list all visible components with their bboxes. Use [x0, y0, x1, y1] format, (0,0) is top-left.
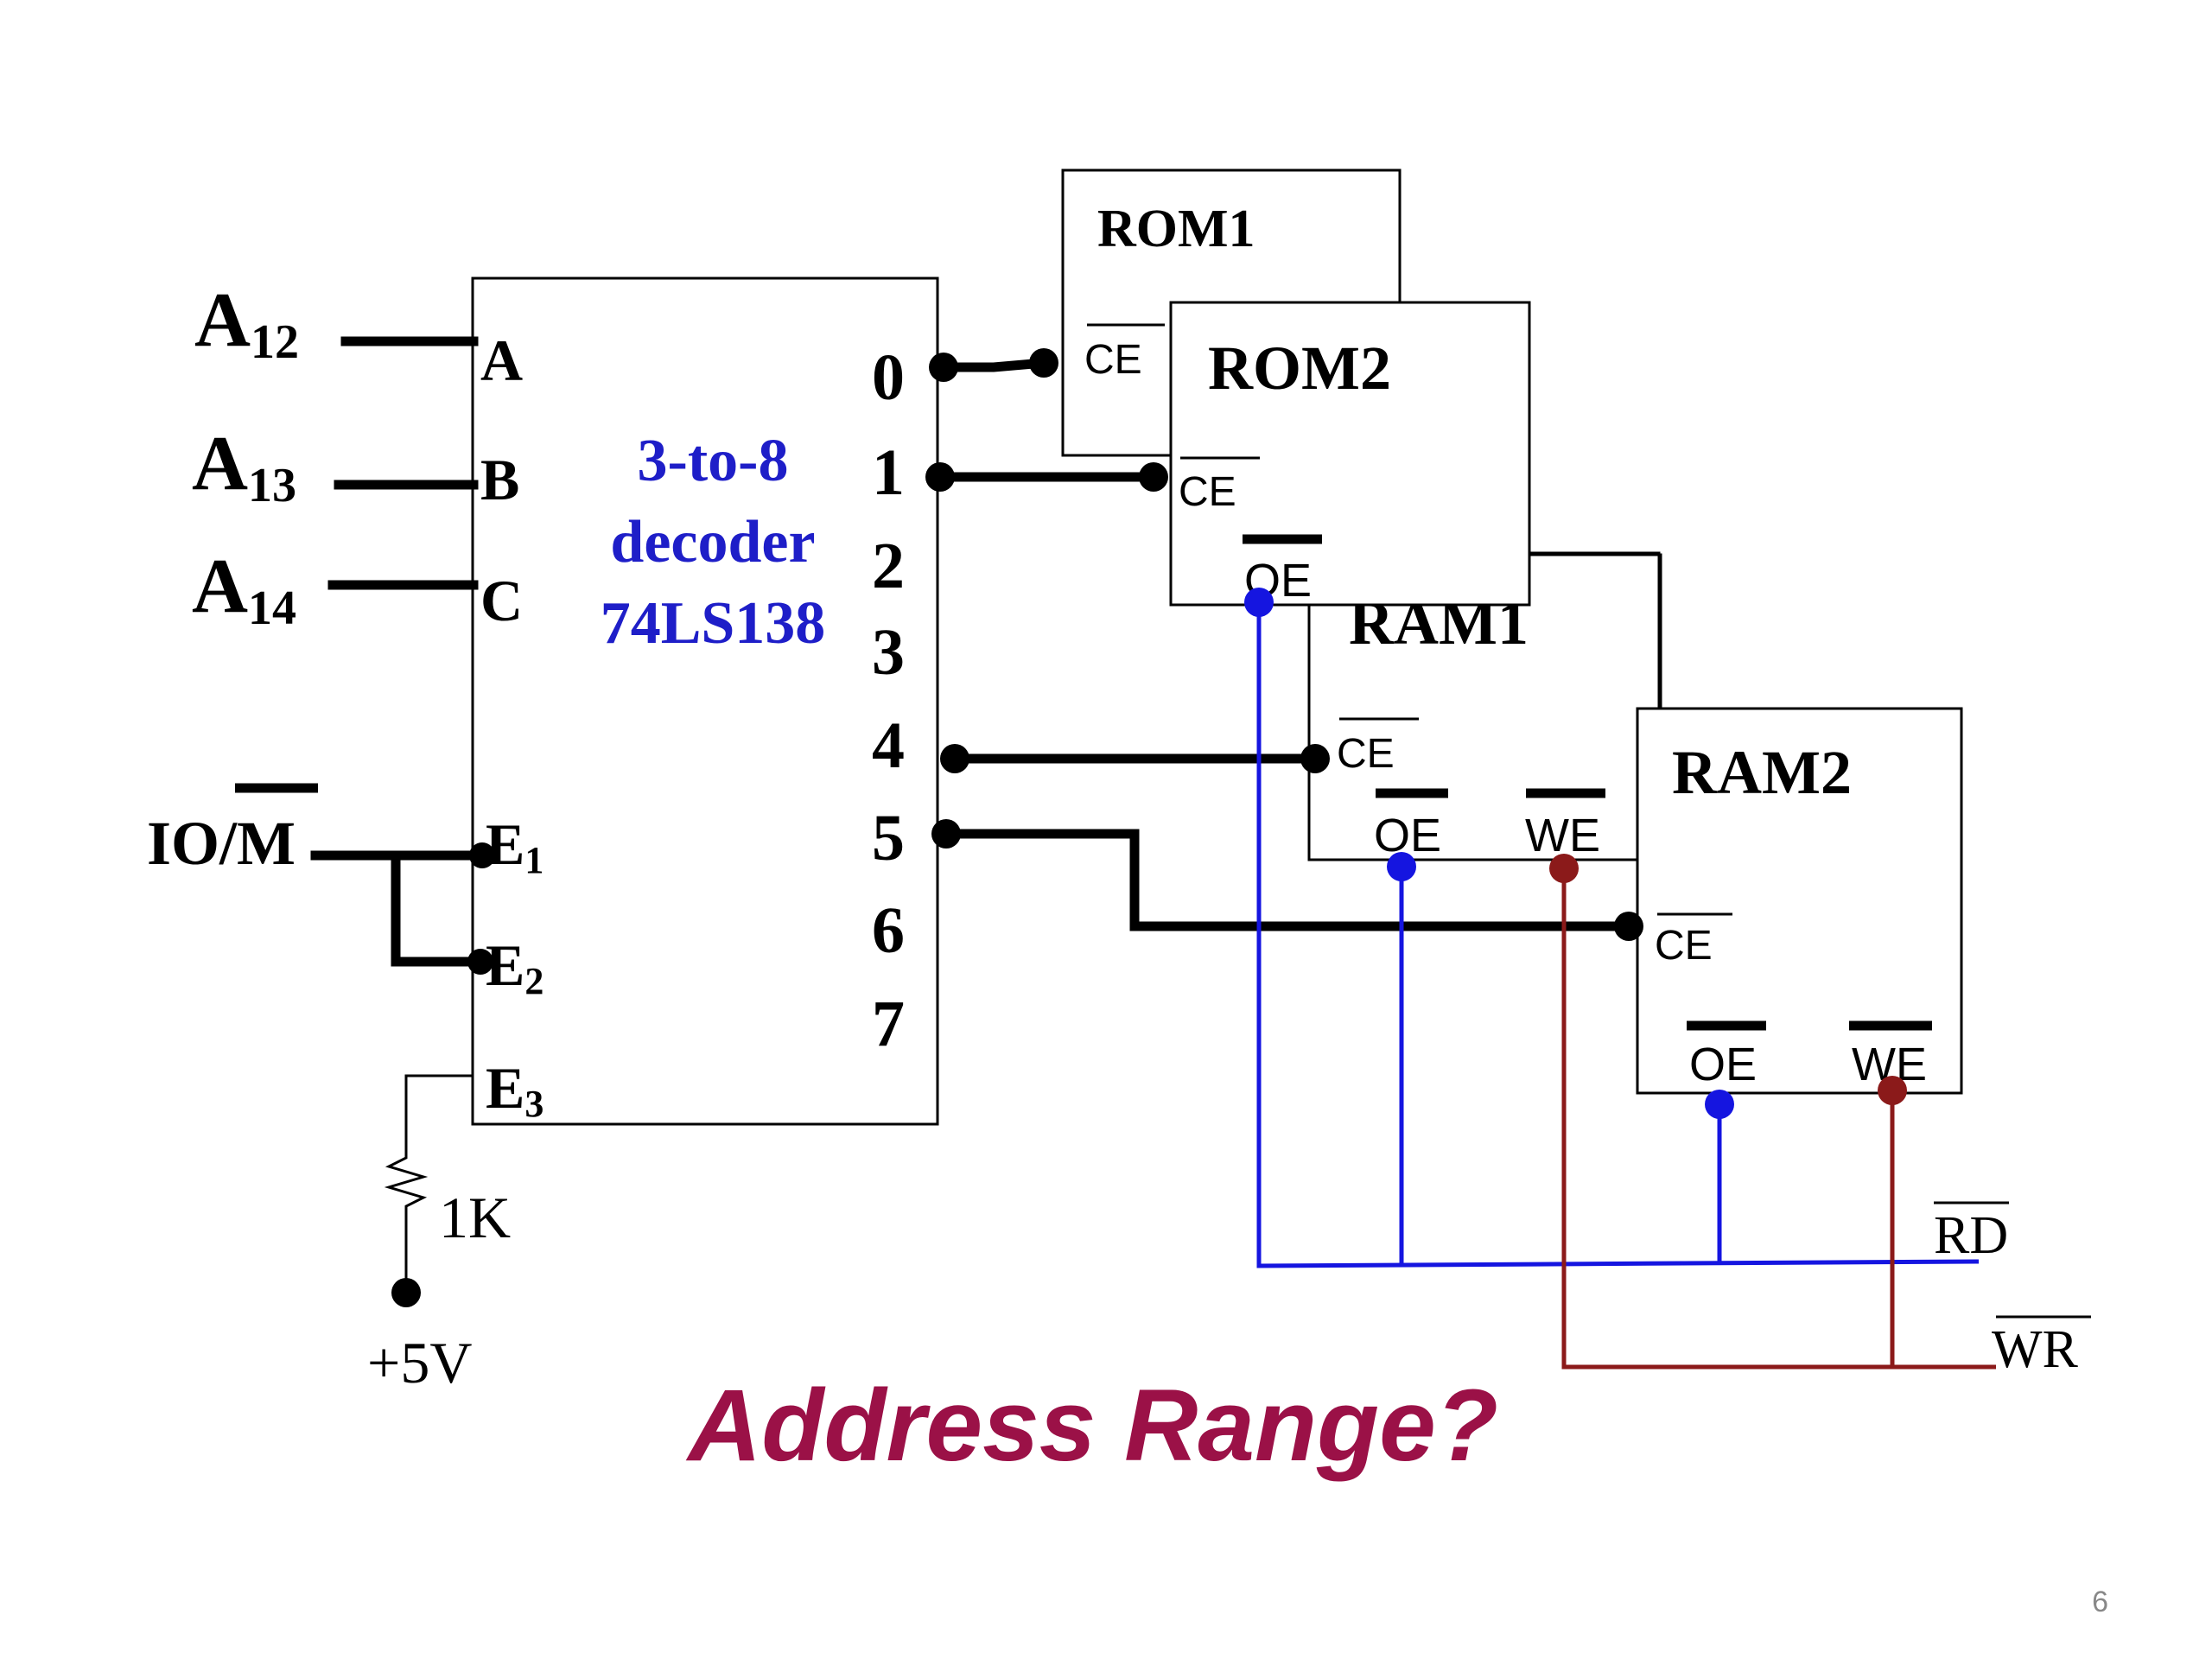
wire-out0-rom1-ce: [938, 358, 1049, 372]
input-label-io-m: IO/M: [147, 809, 296, 878]
rd-bus: RD: [1244, 588, 2009, 1268]
chip-rom2: ROM2 CE OE: [1169, 301, 1531, 607]
decoder-pin-e3: E3: [486, 1055, 543, 1125]
decoder-output-0: 0: [872, 341, 905, 414]
rd-wire-rom2-oe: [1256, 602, 1980, 1268]
decoder-label-line1: 3-to-8: [638, 428, 789, 494]
chip-select-wires: [925, 348, 1643, 941]
pullup-resistor: 1K +5V: [367, 1074, 511, 1395]
supply-label: +5V: [367, 1330, 472, 1395]
input-label-a14: A14: [192, 543, 296, 635]
decoder-pin-c: C: [480, 568, 523, 633]
supply-dot: [391, 1278, 421, 1307]
decoder-pin-e1: E1: [486, 811, 543, 881]
decoder-pin-e2: E2: [486, 932, 543, 1002]
chip-ram2: RAM2 CE OE WE: [1636, 707, 1963, 1095]
ram2-title: RAM2: [1672, 738, 1852, 807]
wr-label: WR: [1992, 1320, 2079, 1379]
wire-out5-ram2-ce: [941, 829, 1634, 931]
dot-rom2-ce: [1139, 462, 1168, 492]
rom2-title: ROM2: [1208, 334, 1391, 403]
decoder-pin-b: B: [480, 447, 519, 512]
ram1-ram2-outline: [1529, 553, 1662, 709]
io-m-enable: IO/M: [147, 783, 495, 975]
dot-ram2-ce: [1614, 912, 1643, 941]
ram2-oe-label: OE: [1689, 1039, 1757, 1090]
dot-rom1-ce: [1029, 348, 1058, 378]
rom1-title: ROM1: [1097, 200, 1255, 258]
rom1-ce-label: CE: [1084, 337, 1142, 383]
ram1-oe-label: OE: [1374, 810, 1441, 861]
wr-bus: WR: [1549, 854, 2091, 1379]
wr-dot-ram2-we: [1878, 1076, 1907, 1105]
rd-dot-rom2-oe: [1244, 588, 1274, 617]
address-inputs: A12 A13 A14: [192, 277, 479, 635]
resistor-label: 1K: [439, 1185, 511, 1250]
dot-ram1-ce: [1300, 744, 1330, 773]
ram2-ce-label: CE: [1655, 923, 1713, 969]
dot-out1: [925, 462, 955, 492]
decoder-label-line3: 74LS138: [601, 590, 826, 657]
rd-label: RD: [1934, 1206, 2008, 1265]
decoder-output-5: 5: [872, 802, 905, 874]
decoder-output-3: 3: [872, 616, 905, 689]
decoder-box: [471, 276, 939, 1126]
dot-out0: [929, 353, 958, 382]
dot-out5: [931, 819, 961, 849]
rom2-ce-label: CE: [1179, 469, 1236, 515]
rd-dot-ram2-oe: [1705, 1090, 1734, 1119]
decoder-pin-a: A: [480, 327, 523, 393]
decoder-label-line2: decoder: [610, 509, 815, 575]
decoder-74ls138: 3-to-8 decoder 74LS138 A B C E1 E2 E3 0 …: [471, 276, 939, 1126]
input-label-a13: A13: [192, 421, 296, 512]
decoder-output-1: 1: [872, 436, 905, 509]
dot-e1: [469, 842, 495, 868]
decoder-output-6: 6: [872, 894, 905, 967]
decoder-output-4: 4: [872, 709, 905, 782]
dot-out4: [940, 744, 969, 773]
ram1-ce-label: CE: [1337, 731, 1395, 777]
wr-dot-ram1-we: [1549, 854, 1579, 883]
wire-io-m-e2: [391, 850, 486, 967]
input-label-a12: A12: [194, 277, 299, 369]
rom2-box: [1169, 301, 1531, 607]
dot-e2: [467, 949, 493, 975]
decoder-output-2: 2: [872, 530, 905, 602]
ram1-we-label: WE: [1525, 810, 1600, 861]
wr-wire-ram1-we: [1561, 868, 1996, 1370]
page-number: 6: [2092, 1586, 2108, 1618]
question-text: Address Range?: [685, 1369, 1498, 1483]
resistor-symbol: [384, 1074, 473, 1292]
decoder-output-7: 7: [872, 988, 905, 1060]
rd-dot-ram1-oe: [1387, 852, 1416, 881]
